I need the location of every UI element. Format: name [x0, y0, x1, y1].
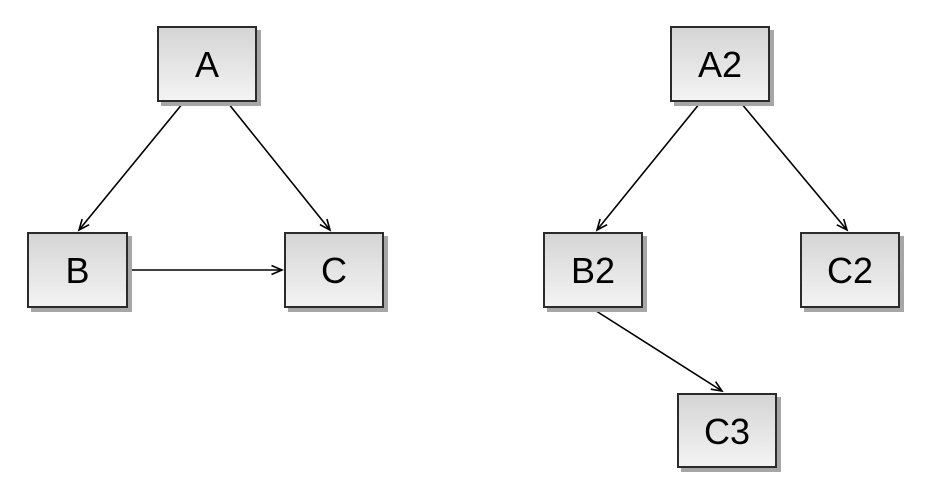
node-label-A2: A2: [697, 44, 743, 85]
node-C2: C2: [800, 232, 900, 308]
node-B2: B2: [543, 232, 643, 308]
edge-A2-C2: [740, 102, 849, 232]
node-label-B2: B2: [570, 250, 616, 291]
node-A: A: [157, 26, 257, 102]
node-B: B: [27, 232, 128, 308]
node-A2: A2: [670, 26, 770, 102]
node-label-A: A: [194, 44, 219, 85]
node-C3: C3: [677, 393, 777, 468]
node-label-C: C: [321, 250, 347, 291]
edge-group: [77, 102, 849, 393]
edge-A2-B2: [595, 102, 701, 232]
node-label-C2: C2: [826, 250, 874, 291]
edge-A-B: [77, 102, 184, 232]
edge-B2-C3: [592, 308, 724, 393]
node-label-B: B: [65, 250, 90, 291]
node-C: C: [284, 232, 384, 308]
edge-A-C: [227, 102, 332, 232]
node-label-C3: C3: [703, 410, 751, 452]
